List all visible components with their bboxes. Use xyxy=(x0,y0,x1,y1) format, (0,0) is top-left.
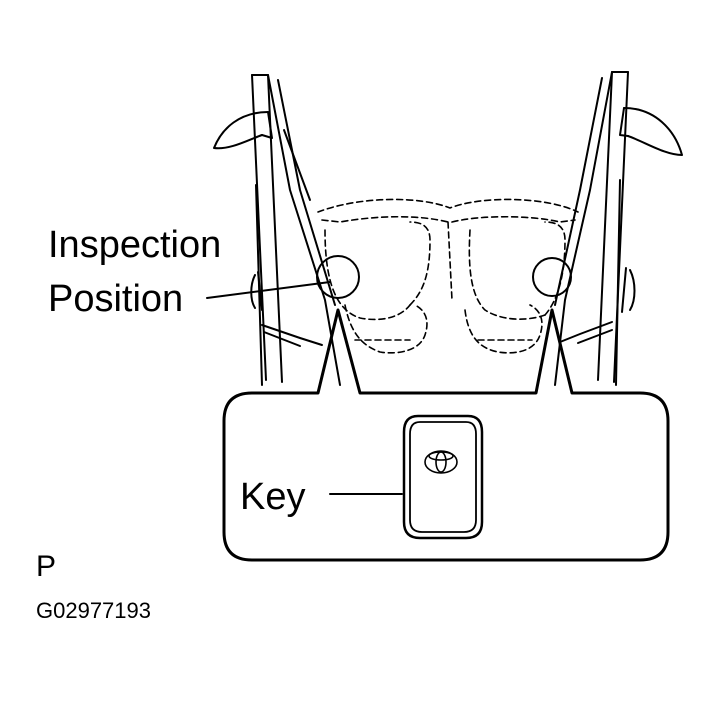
toyota-logo-icon xyxy=(425,451,457,473)
smart-key-fob xyxy=(404,416,482,538)
inspection-label-line2: Position xyxy=(48,278,184,320)
key-label: Key xyxy=(240,476,306,518)
dashboard-and-seats xyxy=(318,199,578,352)
inspection-leader-line xyxy=(207,282,330,298)
inspection-position-right xyxy=(533,258,571,296)
left-door-frame xyxy=(214,75,340,385)
right-door-frame xyxy=(555,72,682,385)
inspection-label-line1: Inspection xyxy=(48,224,222,266)
view-code-label: P xyxy=(36,550,57,583)
figure-id-label: G02977193 xyxy=(36,598,151,623)
key-callout-frame xyxy=(224,310,668,560)
inspection-position-left xyxy=(317,256,359,298)
